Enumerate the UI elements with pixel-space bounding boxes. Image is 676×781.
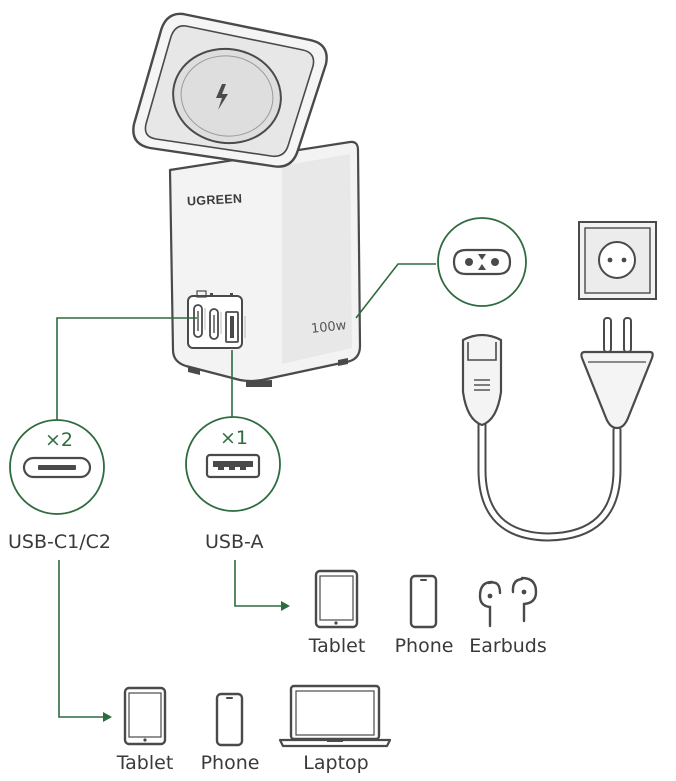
usba-phone-icon bbox=[409, 574, 438, 629]
usbc-phone-icon bbox=[215, 692, 244, 747]
usba-device-label-phone: Phone bbox=[394, 635, 454, 657]
usbc-port-label: USB-C1/C2 bbox=[8, 531, 111, 553]
connector-lines bbox=[56, 263, 436, 718]
usba-port-icon bbox=[205, 453, 261, 479]
usba-device-label-tablet: Tablet bbox=[308, 635, 366, 657]
usbc-connector-line bbox=[56, 317, 197, 429]
charger-device bbox=[168, 140, 362, 387]
power-cable-icon bbox=[461, 317, 654, 542]
earbuds-icon bbox=[478, 576, 538, 628]
power-connector-line bbox=[355, 263, 436, 319]
usbc-tablet-icon bbox=[123, 686, 167, 746]
c7-inlet-icon bbox=[452, 248, 512, 276]
brand-logo: UGREEN bbox=[186, 191, 243, 209]
wireless-charging-pad bbox=[132, 12, 328, 168]
usba-multiplier: ×1 bbox=[219, 427, 249, 449]
usba-port-label: USB-A bbox=[205, 531, 264, 553]
usba-arrow-icon bbox=[281, 601, 290, 611]
usbc-multiplier: ×2 bbox=[44, 429, 74, 451]
usbc-port-icon bbox=[22, 456, 92, 479]
usbc-arrow-icon bbox=[103, 712, 112, 722]
usbc-device-label-laptop: Laptop bbox=[303, 752, 369, 774]
wall-socket-icon bbox=[578, 221, 657, 300]
usbc-device-line bbox=[58, 560, 103, 718]
usba-tablet-icon bbox=[314, 569, 359, 629]
usba-device-label-earbuds: Earbuds bbox=[469, 635, 547, 657]
usba-device-line bbox=[234, 560, 281, 607]
laptop-icon bbox=[278, 684, 392, 748]
usbc-device-label-tablet: Tablet bbox=[116, 752, 174, 774]
usbc-device-label-phone: Phone bbox=[200, 752, 260, 774]
lightning-icon bbox=[216, 84, 228, 110]
